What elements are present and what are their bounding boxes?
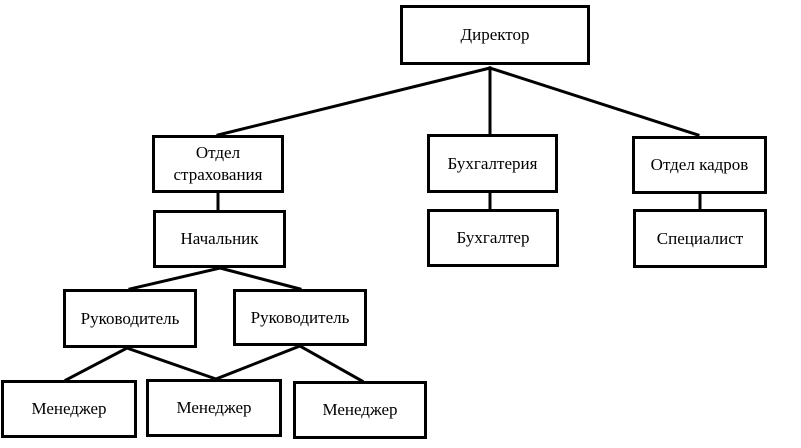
connector-lead1-manager1 bbox=[63, 345, 130, 383]
node-chief: Начальник bbox=[153, 210, 286, 268]
node-manager-3: Менеджер bbox=[293, 381, 427, 439]
node-accountant-label: Бухгалтер bbox=[456, 228, 530, 247]
node-insurance-dept-label: Отдел страхования bbox=[173, 143, 263, 184]
connector-lead1-manager2 bbox=[125, 346, 218, 381]
node-director: Директор bbox=[400, 5, 590, 65]
node-chief-label: Начальник bbox=[180, 229, 259, 248]
node-specialist-label: Специалист bbox=[656, 228, 744, 248]
node-lead-2-label: Руководитель bbox=[250, 307, 350, 327]
node-director-label: Директор bbox=[460, 25, 530, 44]
node-insurance-dept: Отдел страхования bbox=[152, 135, 284, 193]
node-lead-2: Руководитель bbox=[233, 289, 367, 346]
node-manager-2: Менеджер bbox=[146, 379, 282, 437]
node-manager-2-label: Менеджер bbox=[176, 398, 252, 417]
connector-chief-lead1 bbox=[128, 266, 222, 291]
node-lead-1-label: Руководитель bbox=[80, 308, 180, 328]
connector-chief-lead2 bbox=[218, 266, 302, 291]
node-hr-dept: Отдел кадров bbox=[632, 136, 767, 194]
node-accounting-label: Бухгалтерия bbox=[447, 153, 538, 173]
node-manager-1: Менеджер bbox=[1, 380, 137, 438]
node-accountant: Бухгалтер bbox=[427, 209, 559, 267]
node-accounting: Бухгалтерия bbox=[427, 134, 558, 193]
node-hr-dept-label: Отдел кадров bbox=[650, 155, 749, 174]
node-lead-1: Руководитель bbox=[63, 289, 197, 348]
connector-director-hr bbox=[488, 66, 700, 137]
connector-director-insurance bbox=[216, 66, 492, 137]
node-manager-1-label: Менеджер bbox=[31, 399, 107, 418]
node-manager-3-label: Менеджер bbox=[322, 400, 398, 419]
connector-lead2-manager3 bbox=[297, 343, 365, 384]
connector-lead2-manager2 bbox=[214, 344, 302, 381]
node-specialist: Специалист bbox=[633, 209, 767, 268]
